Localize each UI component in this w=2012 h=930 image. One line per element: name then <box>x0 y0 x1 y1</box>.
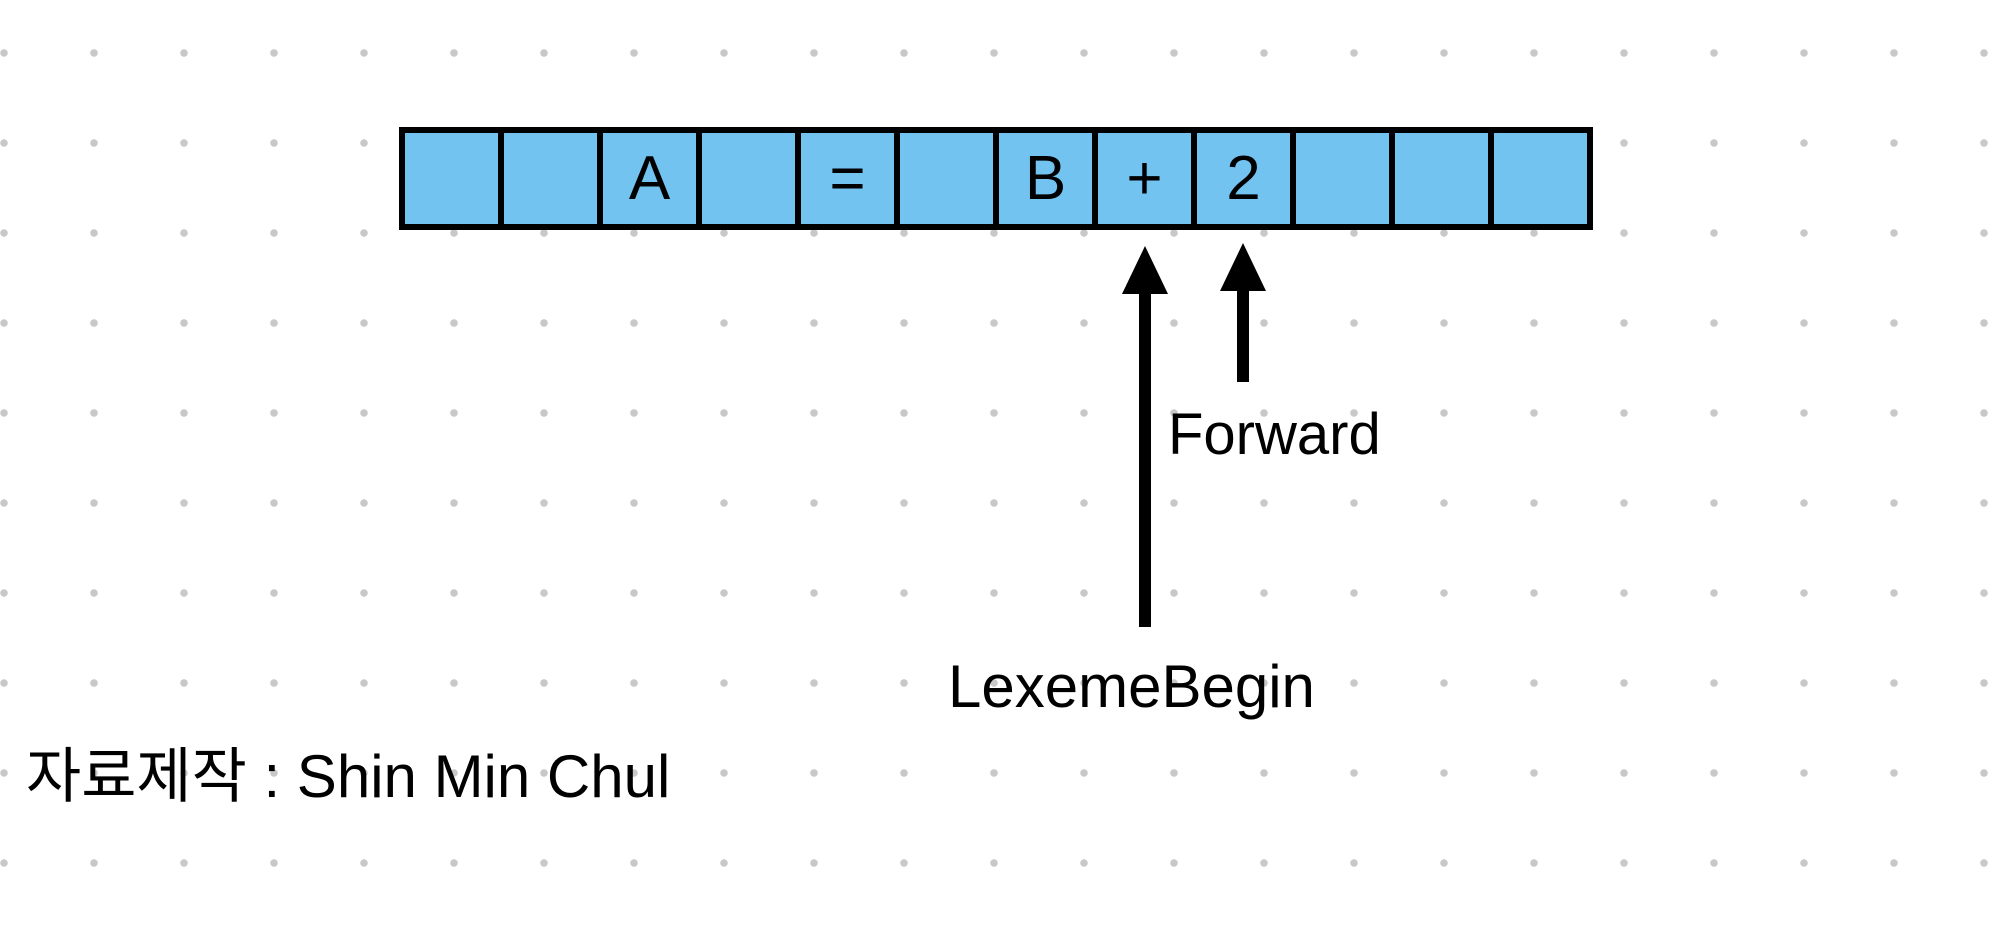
buffer-cell-10 <box>1290 133 1389 224</box>
buffer-cell-8: + <box>1092 133 1191 224</box>
lexemebegin-pointer-label: LexemeBegin <box>948 653 1315 720</box>
buffer-cell-3: A <box>597 133 696 224</box>
input-buffer: A = B + 2 <box>399 127 1593 230</box>
forward-arrow-shaft <box>1237 289 1249 382</box>
buffer-cell-9: 2 <box>1191 133 1290 224</box>
buffer-cell-2 <box>498 133 597 224</box>
buffer-cell-4 <box>696 133 795 224</box>
buffer-cell-11 <box>1389 133 1488 224</box>
forward-pointer-label: Forward <box>1168 402 1381 467</box>
lexemebegin-up-arrow-icon <box>1122 246 1168 294</box>
lexemebegin-arrow-shaft <box>1139 292 1151 627</box>
credit-text: 자료제작 : Shin Min Chul <box>26 743 671 810</box>
buffer-cell-6 <box>894 133 993 224</box>
buffer-cell-1 <box>405 133 498 224</box>
buffer-cell-7: B <box>993 133 1092 224</box>
forward-up-arrow-icon <box>1220 243 1266 291</box>
buffer-cell-12 <box>1488 133 1587 224</box>
buffer-cell-5: = <box>795 133 894 224</box>
